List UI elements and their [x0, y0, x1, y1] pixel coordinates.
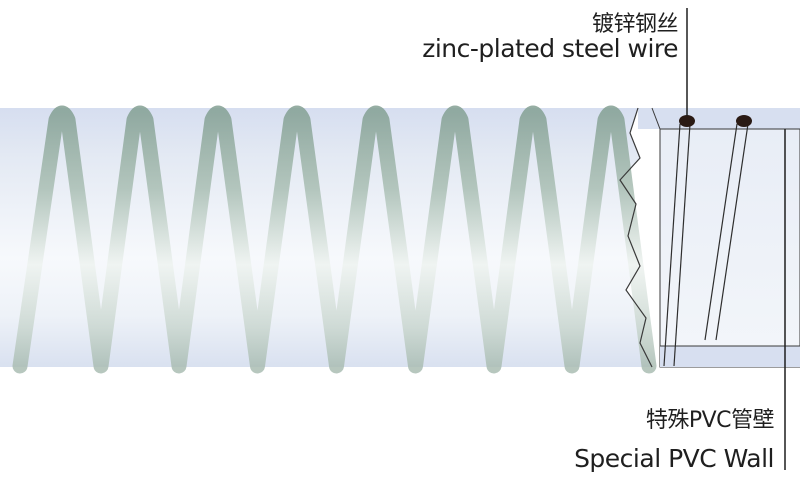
wire-cross-section-1 [679, 115, 695, 127]
cutaway-wire-strands [663, 123, 749, 367]
wire-label-en: zinc-plated steel wire [422, 34, 678, 63]
wire-label-cn: 镀锌钢丝 [591, 12, 679, 37]
wall-label-en: Special PVC Wall [574, 444, 774, 473]
cutaway-band [660, 346, 800, 367]
coil-path [12, 105, 657, 374]
tear-edge [619, 107, 653, 368]
wall-label-cn: 特殊PVC管壁 [645, 408, 775, 433]
steel-wire-coil [12, 105, 657, 374]
wire-cross-section-2 [736, 115, 752, 127]
